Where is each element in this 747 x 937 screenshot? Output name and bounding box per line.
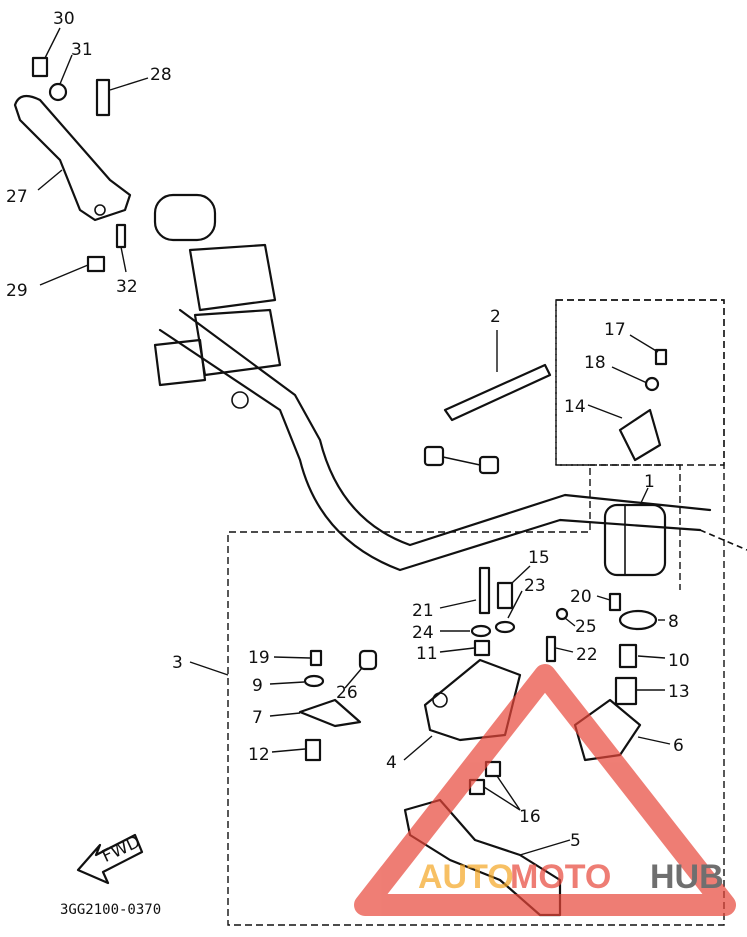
- watermark-part1: AUTO: [418, 858, 514, 896]
- spring-12: [304, 738, 322, 762]
- label-8: 8: [668, 612, 679, 632]
- nut-29: [86, 255, 106, 273]
- label-21: 21: [412, 601, 434, 621]
- bolt-21: [478, 566, 491, 615]
- cable-tie-2: [443, 363, 552, 422]
- cable-plug: [423, 445, 500, 475]
- label-26: 26: [336, 683, 358, 703]
- label-1: 1: [644, 472, 655, 492]
- pin-22: [545, 635, 557, 663]
- switch-1: [603, 503, 667, 577]
- handlebar: [158, 308, 747, 572]
- label-16: 16: [519, 807, 541, 827]
- label-14: 14: [564, 397, 586, 417]
- fwd-arrow: FWD: [76, 832, 143, 885]
- label-30: 30: [53, 9, 75, 29]
- label-20: 20: [570, 587, 592, 607]
- watermark-part2: MOTO: [510, 858, 611, 896]
- plunger-10: [618, 643, 638, 669]
- watermark-logo: AUTO MOTO HUB: [354, 664, 736, 916]
- label-18: 18: [584, 353, 606, 373]
- clamp-14: [618, 408, 662, 462]
- label-25: 25: [575, 617, 597, 637]
- label-17: 17: [604, 320, 626, 340]
- spring-13: [614, 676, 638, 706]
- washer-23: [494, 620, 516, 634]
- label-6: 6: [673, 736, 684, 756]
- part-labels: 30 31 28 27 29 32 2 17 18 14 1 15 23 21 …: [6, 9, 690, 851]
- screw-19: [309, 649, 323, 667]
- label-2: 2: [490, 307, 501, 327]
- label-24: 24: [412, 623, 434, 643]
- washer-31: [48, 82, 68, 102]
- screw-20: [608, 592, 622, 612]
- label-7: 7: [252, 708, 263, 728]
- plate-7: [298, 698, 362, 728]
- washer-9: [303, 674, 325, 688]
- label-15: 15: [528, 548, 550, 568]
- pin-25: [555, 607, 569, 621]
- label-3: 3: [172, 653, 183, 673]
- bolt-15: [496, 581, 514, 610]
- throttle-housing: [153, 193, 282, 409]
- screw-32: [115, 223, 127, 249]
- label-12: 12: [248, 745, 270, 765]
- label-29: 29: [6, 281, 28, 301]
- screw-17: [654, 348, 668, 366]
- label-4: 4: [386, 753, 397, 773]
- clutch-lever-27: [13, 94, 132, 222]
- label-9: 9: [252, 676, 263, 696]
- label-11: 11: [416, 644, 438, 664]
- label-23: 23: [524, 576, 546, 596]
- label-10: 10: [668, 651, 690, 671]
- label-22: 22: [576, 645, 598, 665]
- switch-body-6: [573, 698, 642, 762]
- nut-11: [473, 639, 491, 657]
- watermark-part3: HUB: [650, 858, 724, 896]
- label-28: 28: [150, 65, 172, 85]
- label-27: 27: [6, 187, 28, 207]
- group-box-holder-side: [590, 464, 681, 590]
- cap-26: [358, 649, 378, 671]
- group-box-switch: [227, 299, 725, 926]
- leader-lines: [37, 27, 671, 856]
- washer-24: [470, 624, 492, 638]
- bolt-28: [95, 78, 111, 117]
- bolt-30: [31, 56, 49, 78]
- label-13: 13: [668, 682, 690, 702]
- drawing-code: 3GG2100-0370: [60, 902, 161, 918]
- group-box-switch-upper: [555, 299, 725, 466]
- washer-18: [644, 376, 660, 392]
- plate-8: [618, 609, 658, 631]
- label-19: 19: [248, 648, 270, 668]
- label-32: 32: [116, 277, 138, 297]
- label-5: 5: [570, 831, 581, 851]
- label-31: 31: [71, 40, 93, 60]
